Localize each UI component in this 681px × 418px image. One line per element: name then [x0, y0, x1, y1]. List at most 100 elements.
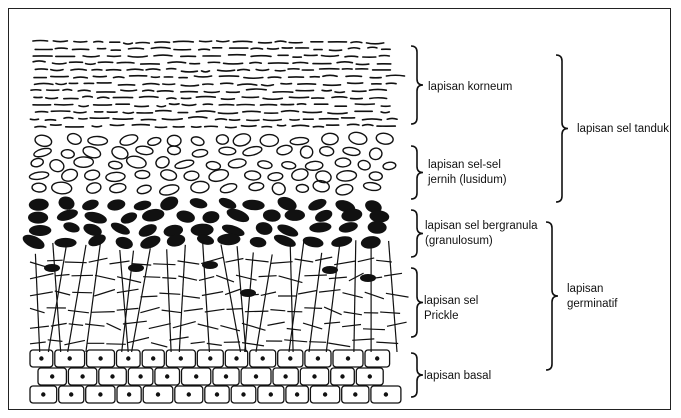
basal-cell-nucleus [346, 356, 350, 360]
keratin-flake [368, 47, 377, 48]
keratin-flake [237, 105, 254, 106]
prickle-cell-wall [159, 293, 180, 294]
basal-layer-drawing [30, 350, 401, 403]
prickle-cell-wall [216, 275, 234, 282]
keratin-flake [35, 83, 53, 84]
prickle-cell-wall [343, 293, 363, 298]
clear-cell [48, 158, 65, 174]
clear-cell [357, 159, 371, 171]
basal-cell-nucleus [283, 374, 287, 378]
prickle-cell-wall [72, 275, 94, 276]
label-granulosum: lapisan sel bergranula (granulosum) [425, 219, 538, 249]
keratin-flake [322, 90, 331, 91]
basal-cell-nucleus [224, 374, 228, 378]
clear-cell [167, 135, 181, 146]
keratin-flake [78, 90, 90, 91]
prickle-cell-wall [344, 312, 362, 315]
clear-cell [296, 184, 309, 192]
clear-cell [32, 183, 46, 193]
basal-cell-nucleus [340, 374, 344, 378]
prickle-cell-wall [245, 252, 254, 352]
keratin-flake [154, 55, 172, 56]
keratin-flake [386, 75, 404, 76]
keratin-flake [247, 120, 259, 121]
basal-cell-nucleus [110, 374, 114, 378]
keratin-flake [30, 119, 38, 120]
keratin-flake [289, 97, 308, 98]
keratin-flake [53, 63, 67, 64]
keratin-flake [192, 127, 201, 128]
granular-cell [54, 238, 76, 248]
prickle-cell-wall [30, 262, 45, 267]
prickle-cell-wall [191, 342, 205, 344]
keratin-flake [46, 98, 58, 99]
clear-cell [208, 168, 230, 183]
keratin-flake [264, 120, 282, 121]
clear-cell [174, 159, 194, 170]
prickle-cell-wall [304, 308, 322, 309]
keratin-flake [332, 97, 347, 98]
keratin-flake [143, 84, 159, 85]
granular-cell [106, 198, 126, 212]
keratin-flake [251, 56, 271, 57]
keratin-flake [170, 104, 180, 105]
clear-cell [375, 132, 393, 145]
clear-cell [184, 171, 199, 181]
prickle-cell-wall [95, 275, 115, 280]
prickle-cell-wall [123, 321, 147, 324]
brace-granulosum [411, 210, 423, 257]
prickle-cell-wall [72, 292, 92, 293]
prickle-cell-wall [106, 344, 126, 345]
prickle-cell-wall [143, 277, 160, 278]
basal-cell-nucleus [353, 392, 357, 396]
keratin-flake [146, 69, 160, 70]
keratin-flake [36, 112, 48, 113]
keratin-flake [293, 62, 308, 63]
keratin-flake [238, 69, 250, 70]
keratin-flake [262, 127, 272, 128]
granular-cell [330, 234, 353, 248]
prickle-cell-wall [384, 273, 402, 276]
granular-cell [29, 225, 52, 236]
keratin-flake [217, 41, 229, 42]
label-lusidum: lapisan sel-sel jernih (lusidum) [428, 158, 507, 188]
keratin-flake [71, 69, 86, 70]
keratin-flake [224, 63, 243, 64]
keratin-flake [290, 120, 299, 121]
prickle-cell-wall [184, 309, 203, 312]
basal-cell-nucleus [156, 392, 160, 396]
keratin-flake [106, 70, 120, 71]
clear-cell [219, 147, 236, 155]
prickle-cell-wall [151, 343, 167, 347]
basal-cell-nucleus [187, 392, 191, 396]
granular-cell [114, 235, 134, 251]
clear-cell [88, 136, 108, 145]
keratin-flake [129, 48, 144, 49]
keratin-flake [268, 77, 281, 78]
clear-cell [260, 134, 278, 146]
granular-cell [309, 221, 332, 233]
prickle-cell-wall [287, 329, 301, 331]
keratin-flake [156, 111, 171, 112]
keratin-flake [168, 62, 186, 63]
keratin-flake [94, 41, 103, 42]
brace-korneum [411, 46, 423, 124]
prickle-cell-wall [284, 340, 307, 342]
prickle-cell-wall [324, 322, 340, 323]
prickle-cell-wall [363, 329, 385, 330]
prickle-cell-wall [380, 312, 400, 313]
prickle-cell-wall [203, 241, 210, 352]
basal-cell-nucleus [295, 392, 299, 396]
keratin-flake [194, 76, 211, 77]
melanin-granule [202, 261, 218, 269]
clear-cell [369, 172, 382, 181]
prickle-cell-wall [178, 261, 200, 264]
clear-cell [268, 172, 284, 181]
granular-cell [202, 210, 221, 224]
prickle-cell-wall [140, 307, 159, 312]
prickle-cell-wall [227, 309, 243, 310]
clear-cell [135, 145, 153, 156]
keratin-flake [53, 41, 67, 42]
